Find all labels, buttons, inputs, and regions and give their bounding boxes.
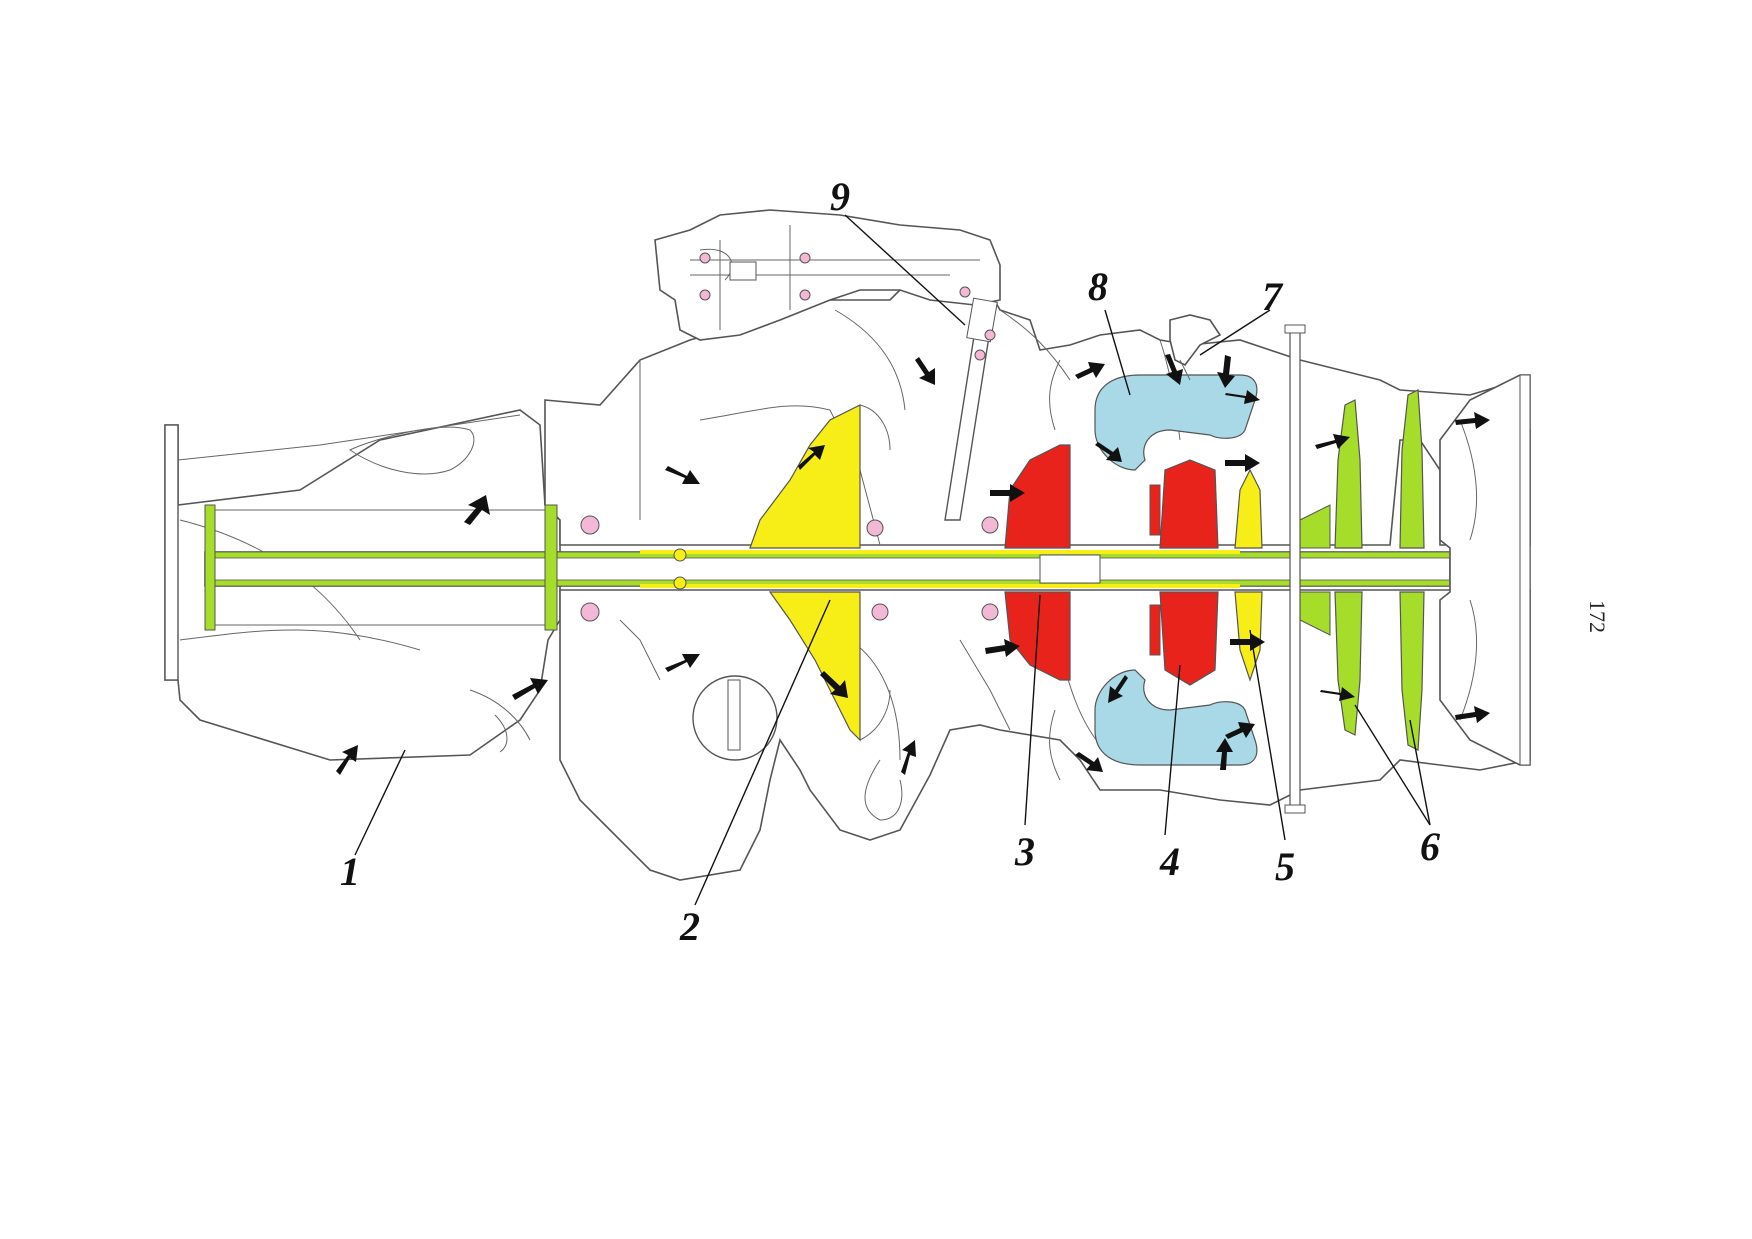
callout-1: 1	[340, 849, 360, 894]
callout-5: 5	[1275, 844, 1295, 889]
callout-9: 9	[830, 174, 850, 219]
callout-labels: 1 2 3 4 5 6 7 8 9	[340, 174, 1440, 949]
callout-4: 4	[1159, 839, 1180, 884]
callout-2: 2	[679, 904, 700, 949]
fuel-injector	[1169, 314, 1222, 381]
exhaust-section	[1439, 374, 1531, 766]
page-number: 172	[1585, 600, 1610, 633]
accessory-gearbox	[654, 209, 1001, 341]
airflow-arrows	[336, 354, 1490, 775]
bleed-valve-rod	[944, 297, 998, 521]
leader-lines	[354, 214, 1431, 906]
callout-8: 8	[1088, 264, 1108, 309]
callout-7: 7	[1262, 274, 1284, 319]
centrifugal-compressor-impeller	[749, 404, 891, 742]
main-shaft	[204, 504, 1451, 631]
vertical-strut	[1284, 324, 1306, 814]
callout-6: 6	[1420, 824, 1440, 869]
callout-3: 3	[1014, 829, 1035, 874]
